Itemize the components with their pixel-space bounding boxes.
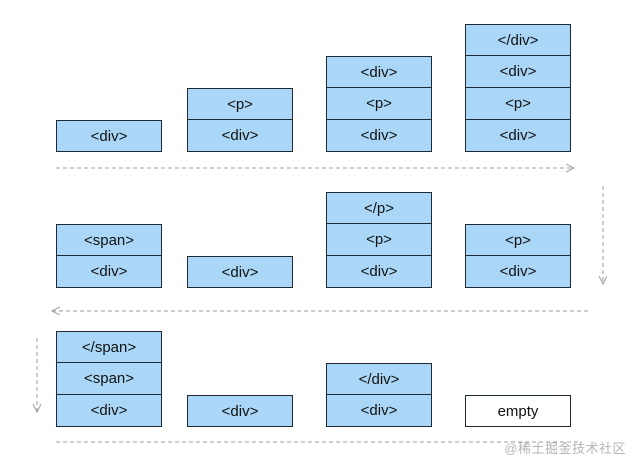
stack-row1-col4: </div> <div> <p> <div>: [465, 24, 571, 152]
stack-item: <div>: [326, 256, 432, 288]
stack-item: <p>: [187, 88, 293, 120]
stack-row1-col1: <div>: [56, 120, 162, 152]
stack-row2-col1: <span> <div>: [56, 224, 162, 288]
stack-item: <div>: [187, 120, 293, 152]
stack-item: <div>: [326, 120, 432, 152]
stack-item: <div>: [56, 395, 162, 427]
stack-row1-col3: <div> <p> <div>: [326, 56, 432, 152]
stack-item: </span>: [56, 331, 162, 363]
stack-item: <div>: [326, 395, 432, 427]
stack-item: <p>: [326, 88, 432, 120]
stack-item: <p>: [465, 224, 571, 256]
stack-row2-col4: <p> <div>: [465, 224, 571, 288]
stack-row2-col3: </p> <p> <div>: [326, 192, 432, 288]
stack-item: <div>: [465, 120, 571, 152]
stack-item: </div>: [465, 24, 571, 56]
stack-item: </p>: [326, 192, 432, 224]
stack-row2-col2: <div>: [187, 256, 293, 288]
stack-item: <div>: [187, 256, 293, 288]
watermark: @稀土掘金技术社区: [504, 441, 626, 456]
stack-item: </div>: [326, 363, 432, 395]
stack-item: <div>: [56, 256, 162, 288]
stack-item: <p>: [326, 224, 432, 256]
stack-row3-col4: empty: [465, 395, 571, 427]
stack-item: <span>: [56, 363, 162, 395]
stack-item: <p>: [465, 88, 571, 120]
stack-item: <div>: [56, 120, 162, 152]
stack-item: <div>: [187, 395, 293, 427]
stack-item: <div>: [465, 56, 571, 88]
stack-row3-col3: </div> <div>: [326, 363, 432, 427]
stack-item: <span>: [56, 224, 162, 256]
stack-item: <div>: [326, 56, 432, 88]
stack-row3-col2: <div>: [187, 395, 293, 427]
stack-row3-col1: </span> <span> <div>: [56, 331, 162, 427]
stack-row1-col2: <p> <div>: [187, 88, 293, 152]
stack-item-empty: empty: [465, 395, 571, 427]
stack-item: <div>: [465, 256, 571, 288]
